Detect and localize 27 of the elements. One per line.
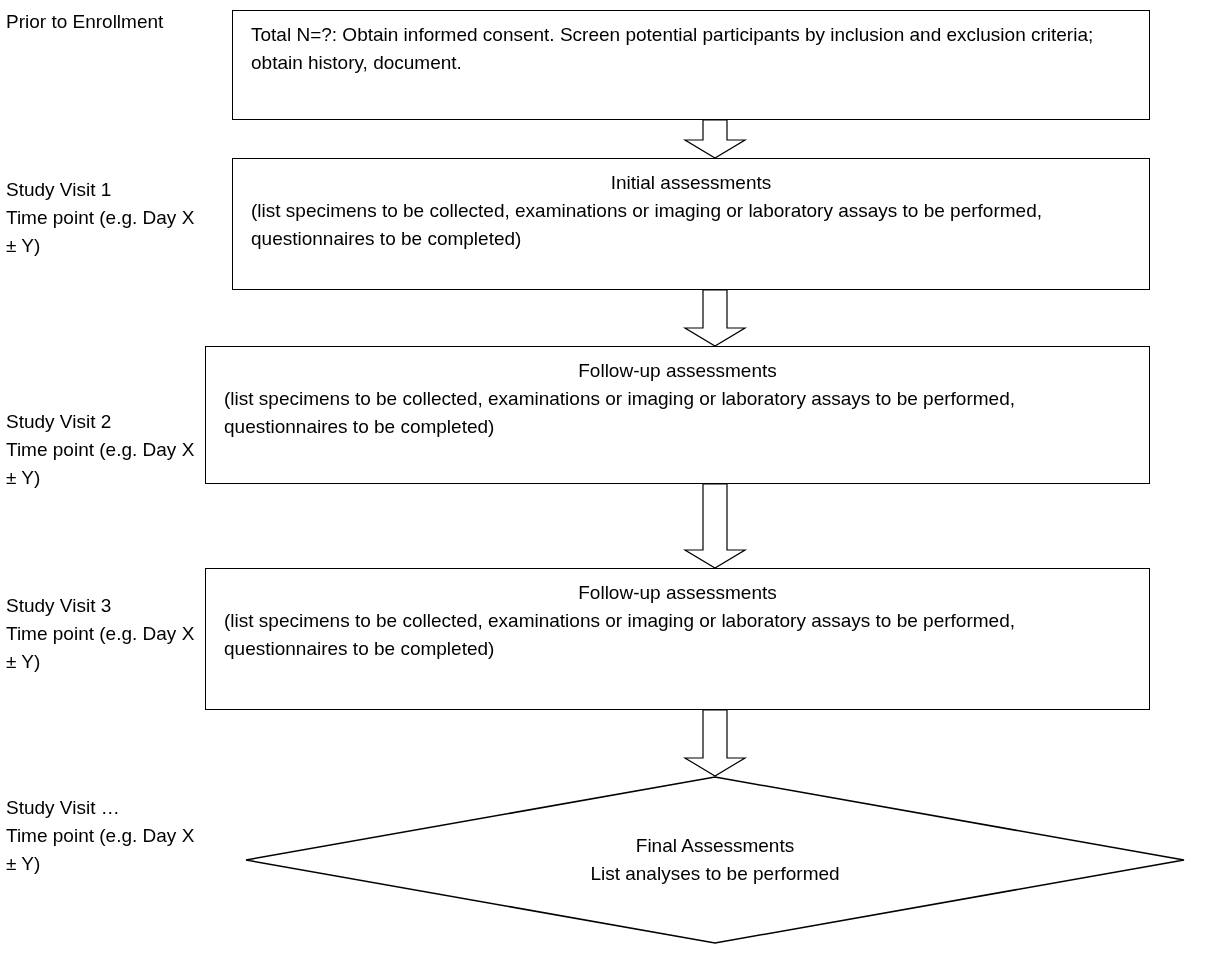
box-text: List analyses to be performed [589,862,841,886]
stage-label: Time point (e.g. Day X ± Y) [6,824,196,876]
box-heading: Initial assessments [609,171,773,195]
process-box [232,158,1150,290]
stage-label: Study Visit 3 [6,594,113,618]
block-arrow [682,709,748,777]
block-arrow [682,483,748,569]
stage-label: Study Visit 2 [6,410,113,434]
box-text: (list specimens to be collected, examinations or imaging or laboratory assays to be performed, questionnaires to be completed) [251,199,1043,251]
stage-label: Time point (e.g. Day X ± Y) [6,622,196,674]
stage-label: Time point (e.g. Day X ± Y) [6,438,196,490]
box-heading: Final Assessments [634,834,796,858]
stage-label: Study Visit 1 [6,178,113,202]
box-text: (list specimens to be collected, examinations or imaging or laboratory assays to be performed, questionnaires to be completed) [224,609,1016,661]
process-box [205,346,1150,484]
stage-label: Time point (e.g. Day X ± Y) [6,206,196,258]
box-heading: Follow-up assessments [577,359,778,383]
stage-label: Prior to Enrollment [6,10,165,34]
decision-diamond [245,776,1185,944]
block-arrow [682,289,748,347]
block-arrow [682,119,748,159]
process-box [205,568,1150,710]
box-text: (list specimens to be collected, examinations or imaging or laboratory assays to be performed, questionnaires to be completed) [224,387,1016,439]
box-heading: Follow-up assessments [577,581,778,605]
process-box [232,10,1150,120]
stage-label: Study Visit … [6,796,121,820]
box-text: Total N=?: Obtain informed consent. Screen potential participants by inclusion and exclusion criteria; obtain history, document. [251,23,1095,75]
